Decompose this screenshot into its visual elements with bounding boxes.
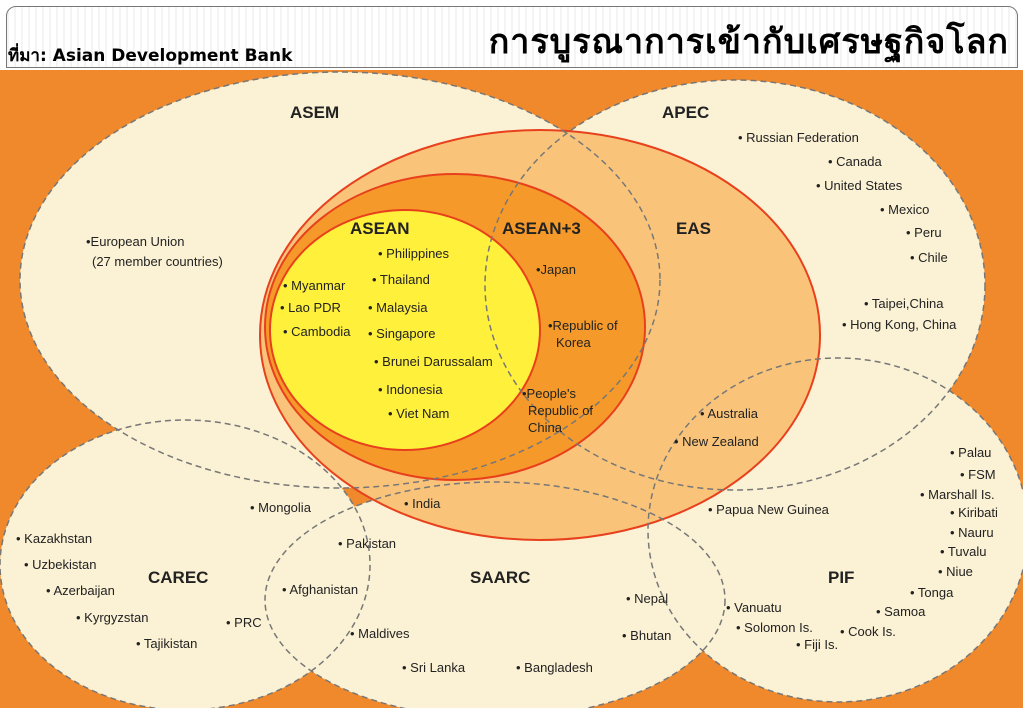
- member-peru: • Peru: [906, 225, 942, 240]
- member-australia: • Australia: [700, 406, 759, 421]
- group-label-saarc: SAARC: [470, 568, 530, 587]
- member-pakistan: • Pakistan: [338, 536, 396, 551]
- member-uzbekistan: • Uzbekistan: [24, 557, 96, 572]
- member-marshall: • Marshall Is.: [920, 487, 995, 502]
- member-china: •People's: [522, 386, 577, 401]
- member-japan: •Japan: [536, 262, 576, 277]
- group-label-pif: PIF: [828, 568, 854, 587]
- member-us: • United States: [816, 178, 903, 193]
- member-bangladesh: • Bangladesh: [516, 660, 593, 675]
- member-canada: • Canada: [828, 154, 882, 169]
- group-label-eas: EAS: [676, 219, 711, 238]
- group-label-asean3: ASEAN+3: [502, 219, 581, 238]
- saarc-circle: [265, 482, 725, 708]
- member-china-line3: China: [528, 420, 563, 435]
- pif-outline: [647, 357, 1023, 703]
- member-cook: • Cook Is.: [840, 624, 896, 639]
- member-tajikistan: • Tajikistan: [136, 636, 197, 651]
- member-eu-note: (27 member countries): [92, 254, 223, 269]
- member-palau: • Palau: [950, 445, 991, 460]
- member-philippines: • Philippines: [378, 246, 450, 261]
- member-solomon: • Solomon Is.: [736, 620, 813, 635]
- member-niue: • Niue: [938, 564, 973, 579]
- member-singapore: • Singapore: [368, 326, 435, 341]
- member-kiribati: • Kiribati: [950, 505, 998, 520]
- source-label: ที่มา: Asian Development Bank: [8, 46, 293, 66]
- member-hongkong: • Hong Kong, China: [842, 317, 957, 332]
- member-bhutan: • Bhutan: [622, 628, 671, 643]
- member-samoa: • Samoa: [876, 604, 926, 619]
- asean-circle: [269, 209, 541, 451]
- member-png: • Papua New Guinea: [708, 502, 830, 517]
- member-maldives: • Maldives: [350, 626, 410, 641]
- member-mongolia: • Mongolia: [250, 500, 312, 515]
- member-brunei: • Brunei Darussalam: [374, 354, 493, 369]
- member-korea-line2: Korea: [556, 335, 591, 350]
- member-vietnam: • Viet Nam: [388, 406, 449, 421]
- slide-title: การบูรณาการเข้ากับเศรษฐกิจโลก: [488, 22, 1009, 62]
- member-tonga: • Tonga: [910, 585, 954, 600]
- member-myanmar: • Myanmar: [283, 278, 346, 293]
- apec-outline: [484, 79, 986, 491]
- member-india: • India: [404, 496, 441, 511]
- member-china-line2: Republic of: [528, 403, 593, 418]
- member-newzealand: • New Zealand: [674, 434, 759, 449]
- member-korea: •Republic of: [548, 318, 618, 333]
- group-label-carec: CAREC: [148, 568, 208, 587]
- member-nauru: • Nauru: [950, 525, 994, 540]
- header-bar: ที่มา: Asian Development Bank การบูรณากา…: [0, 0, 1023, 71]
- member-nepal: • Nepal: [626, 591, 668, 606]
- member-fsm: • FSM: [960, 467, 996, 482]
- saarc-outline: [264, 481, 726, 708]
- carec-outline: [0, 419, 371, 708]
- group-label-asean: ASEAN: [350, 219, 410, 238]
- member-mexico: • Mexico: [880, 202, 929, 217]
- diagram-stage: ASEM APEC EAS ASEAN ASEAN+3 CAREC SAARC …: [0, 70, 1023, 708]
- group-label-asem: ASEM: [290, 103, 339, 122]
- member-malaysia: • Malaysia: [368, 300, 428, 315]
- regional-groupings-venn-diagram: ASEM APEC EAS ASEAN ASEAN+3 CAREC SAARC …: [0, 71, 1023, 708]
- group-label-apec: APEC: [662, 103, 709, 122]
- member-afghanistan: • Afghanistan: [282, 582, 358, 597]
- member-kazakhstan: • Kazakhstan: [16, 531, 92, 546]
- member-kyrgyzstan: • Kyrgyzstan: [76, 610, 148, 625]
- member-chile: • Chile: [910, 250, 948, 265]
- member-prc: • PRC: [226, 615, 262, 630]
- asem-outline: [19, 71, 661, 489]
- member-cambodia: • Cambodia: [283, 324, 351, 339]
- member-fiji: • Fiji Is.: [796, 637, 838, 652]
- member-tuvalu: • Tuvalu: [940, 544, 986, 559]
- member-eu: •European Union: [86, 234, 185, 249]
- member-thailand: • Thailand: [372, 272, 430, 287]
- member-vanuatu: • Vanuatu: [726, 600, 782, 615]
- member-azerbaijan: • Azerbaijan: [46, 583, 115, 598]
- member-srilanka: • Sri Lanka: [402, 660, 466, 675]
- member-indonesia: • Indonesia: [378, 382, 443, 397]
- member-russia: • Russian Federation: [738, 130, 859, 145]
- member-laos: • Lao PDR: [280, 300, 341, 315]
- member-taipei: • Taipei,China: [864, 296, 944, 311]
- header-frame: [6, 6, 1018, 68]
